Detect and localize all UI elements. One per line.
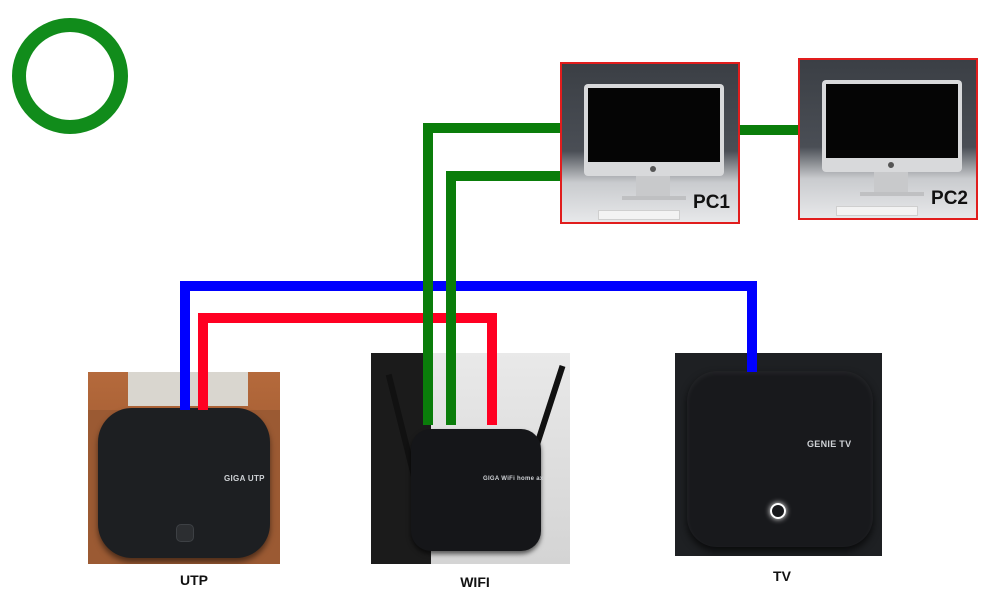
pc1-label: PC1: [693, 192, 730, 213]
tv-label: TV: [773, 568, 791, 584]
pc2-box: PC2: [798, 58, 978, 220]
pc2-label: PC2: [931, 188, 968, 209]
utp-device-photo: GIGA UTP: [88, 372, 280, 564]
wifi-brand-text: GIGA WiFi home ax: [483, 476, 544, 482]
tv-device-photo: GENIE TV: [675, 353, 882, 556]
apple-logo-icon: [888, 162, 894, 168]
pc1-box: PC1: [560, 62, 740, 224]
apple-logo-icon: [650, 166, 656, 172]
ok-circle-icon: [12, 18, 128, 134]
wifi-device-photo: GIGA WiFi home ax: [371, 353, 570, 564]
utp-wps-button: [176, 524, 194, 542]
wifi-label: WIFI: [460, 574, 490, 590]
tv-brand-text: GENIE TV: [807, 439, 852, 449]
utp-brand-text: GIGA UTP: [224, 474, 265, 483]
utp-label: UTP: [180, 572, 208, 588]
power-icon: [770, 503, 786, 519]
